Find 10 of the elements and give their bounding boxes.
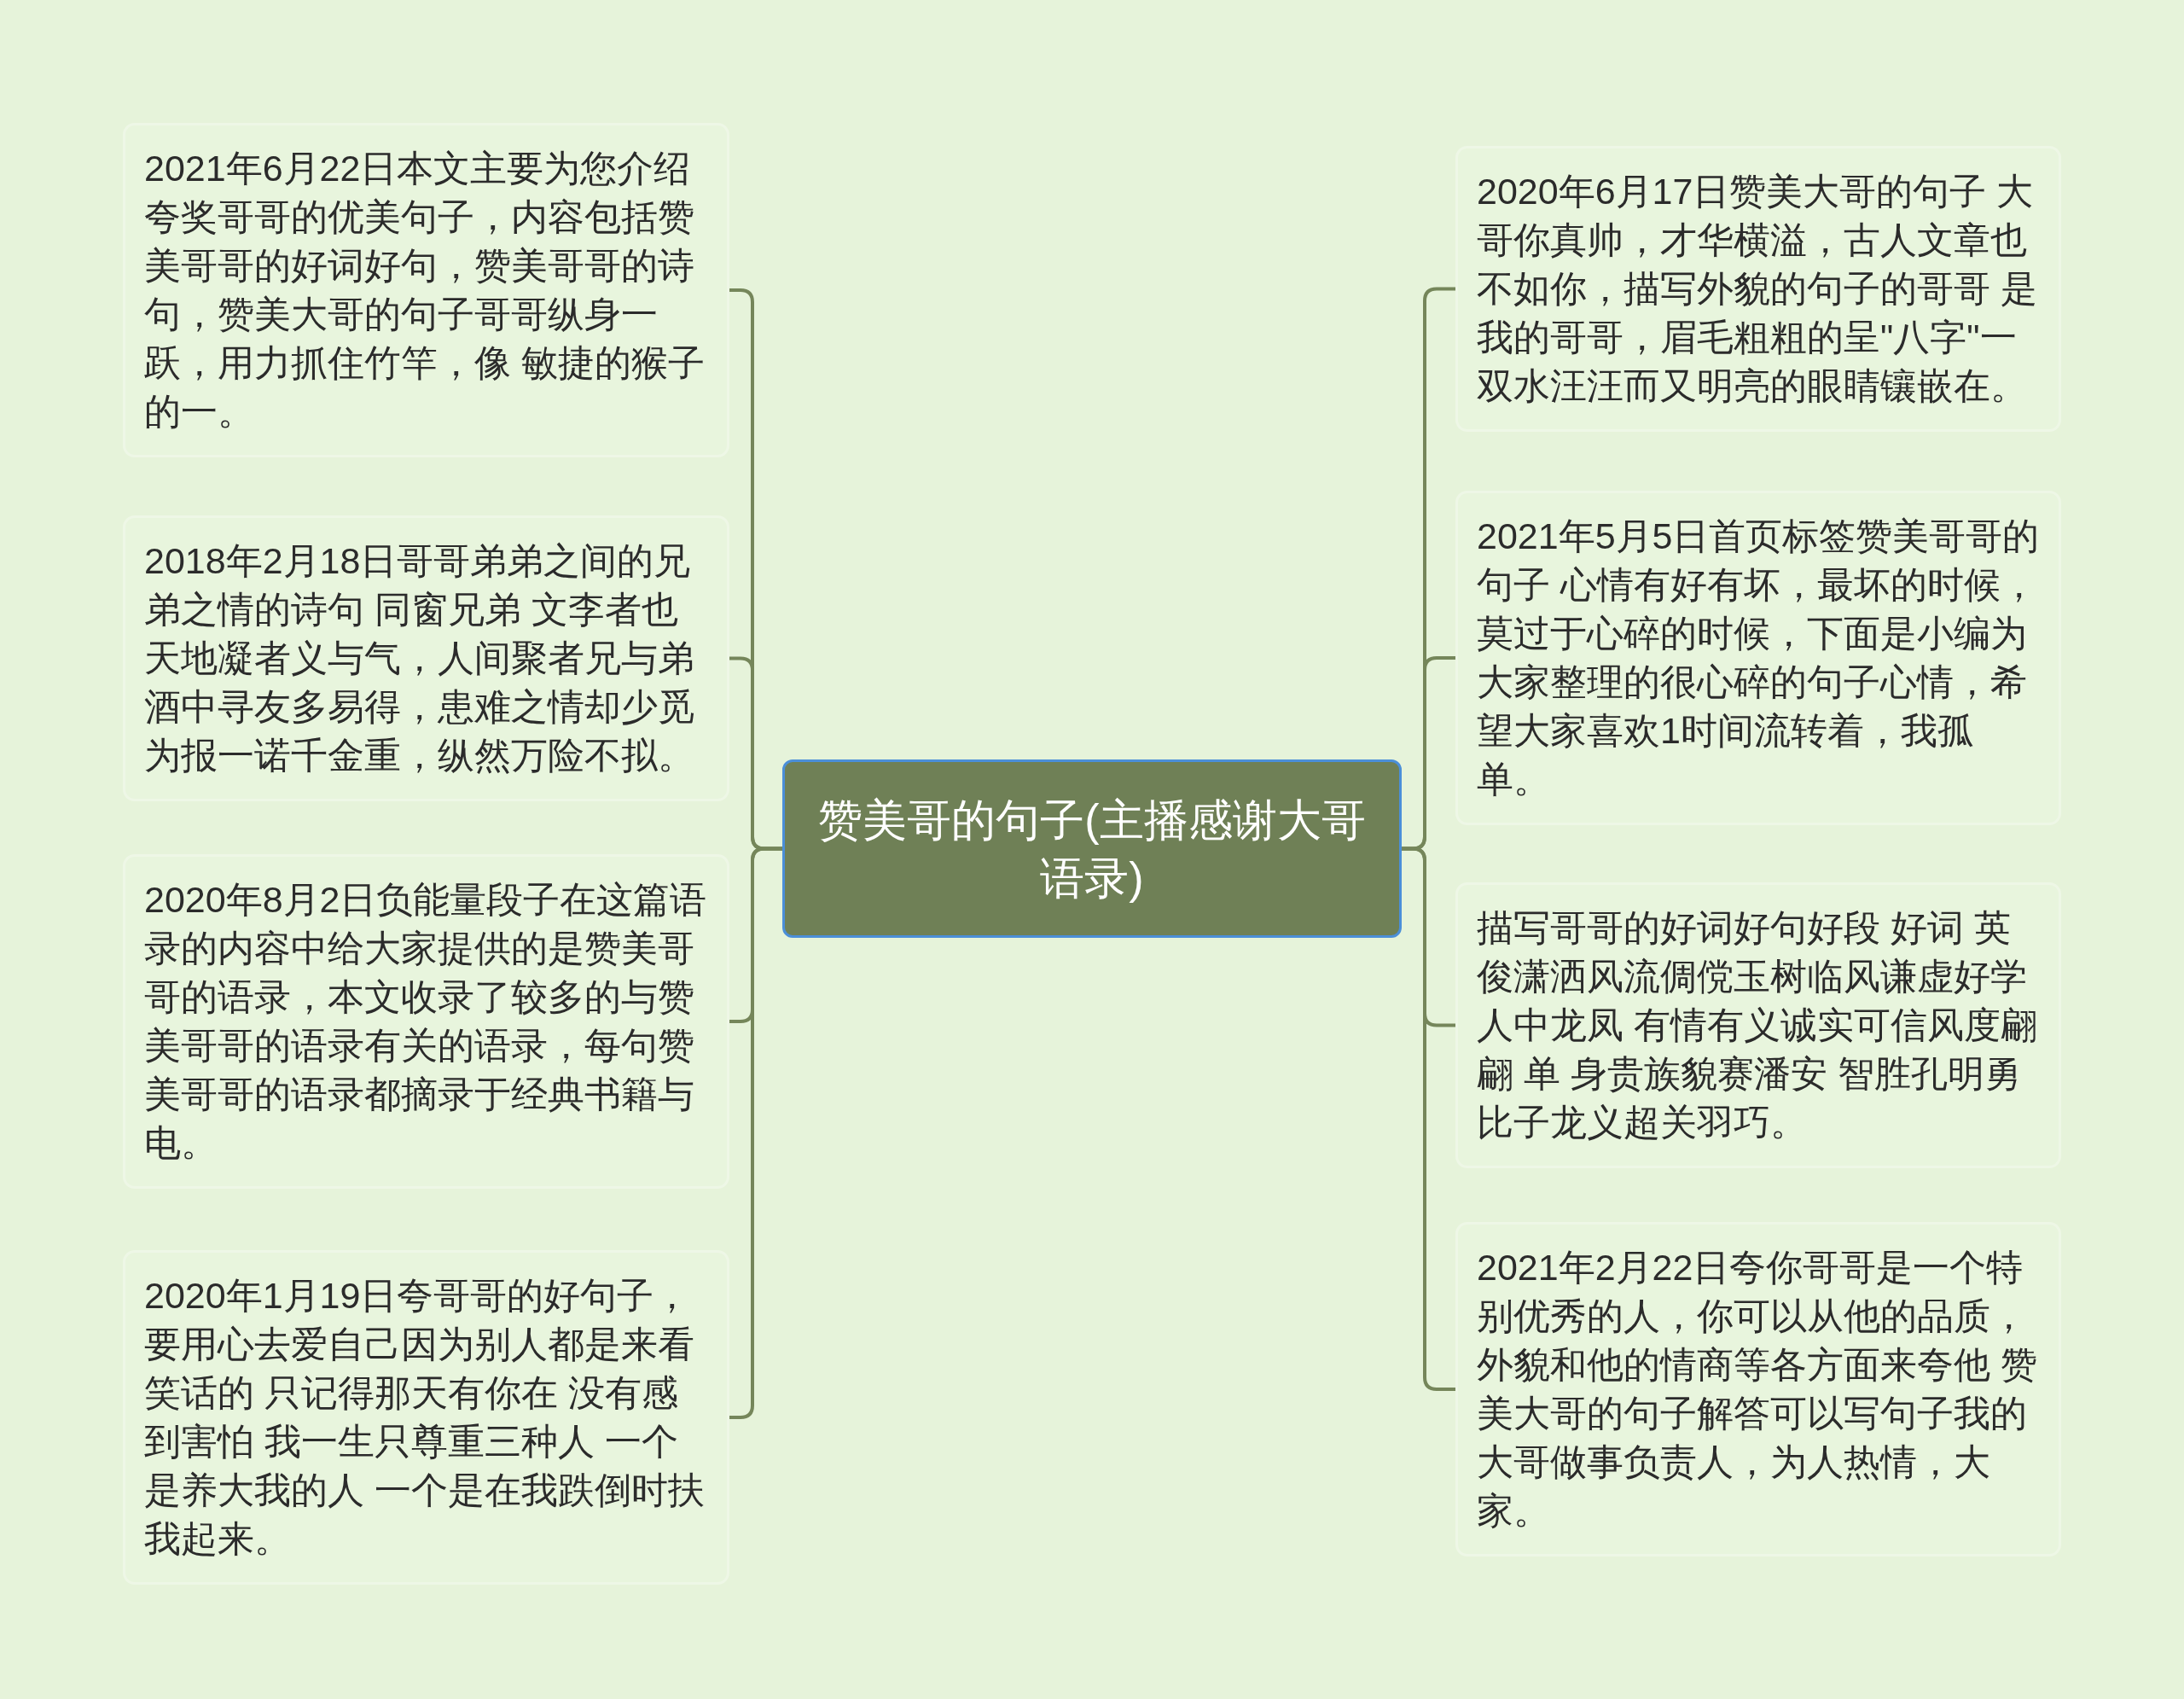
connector-line — [729, 847, 782, 1419]
topic-box: 赞美哥的句子(主播感谢大哥语录) — [782, 759, 1402, 938]
text-card: 2021年5月5日首页标签赞美哥哥的句子 心情有好有坏，最坏的时候，莫过于心碎的时候，下面是小编为大家整理的很心碎的句子心情，希望大家喜欢1时间流转着，我孤单。 — [1455, 491, 2061, 825]
text-card: 2020年6月17日赞美大哥的句子 大哥你真帅，才华横溢，古人文章也不如你，描写外貌的句子的哥哥 是我的哥哥，眉毛粗粗的呈"八字"一双水汪汪而又明亮的眼睛镶嵌在。 — [1455, 146, 2061, 432]
text-card: 描写哥哥的好词好句好段 好词 英俊潇洒风流倜傥玉树临风谦虚好学人中龙凤 有情有义诚实可信风度翩翩 单 身贵族貌赛潘安 智胜孔明勇比子龙义超关羽巧。 — [1455, 882, 2061, 1168]
text-card: 2018年2月18日哥哥弟弟之间的兄弟之情的诗句 同窗兄弟 文李者也天地凝者义与气，人间聚者兄与弟酒中寻友多易得，患难之情却少觅为报一诺千金重，纵然万险不拟。 — [123, 515, 729, 801]
text-card: 2021年2月22日夸你哥哥是一个特别优秀的人，你可以从他的品质，外貌和他的情商等各方面来夸他 赞美大哥的句子解答可以写句子我的大哥做事负责人，为人热情，大家。 — [1455, 1222, 2061, 1556]
text-card: 2020年8月2日负能量段子在这篇语录的内容中给大家提供的是赞美哥哥的语录，本文收录了较多的与赞美哥哥的语录有关的语录，每句赞美哥哥的语录都摘录于经典书籍与电。 — [123, 854, 729, 1189]
text-card: 2020年1月19日夸哥哥的好句子，要用心去爱自己因为别人都是来看笑话的 只记得那天有你在 没有感到害怕 我一生只尊重三种人 一个是养大我的人 一个是在我跌倒时扶我起来。 — [123, 1250, 729, 1585]
text-card: 2021年6月22日本文主要为您介绍夸奖哥哥的优美句子，内容包括赞美哥哥的好词好句，赞美哥哥的诗句，赞美大哥的句子哥哥纵身一跃，用力抓住竹竿，像 敏捷的猴子的一。 — [123, 123, 729, 457]
